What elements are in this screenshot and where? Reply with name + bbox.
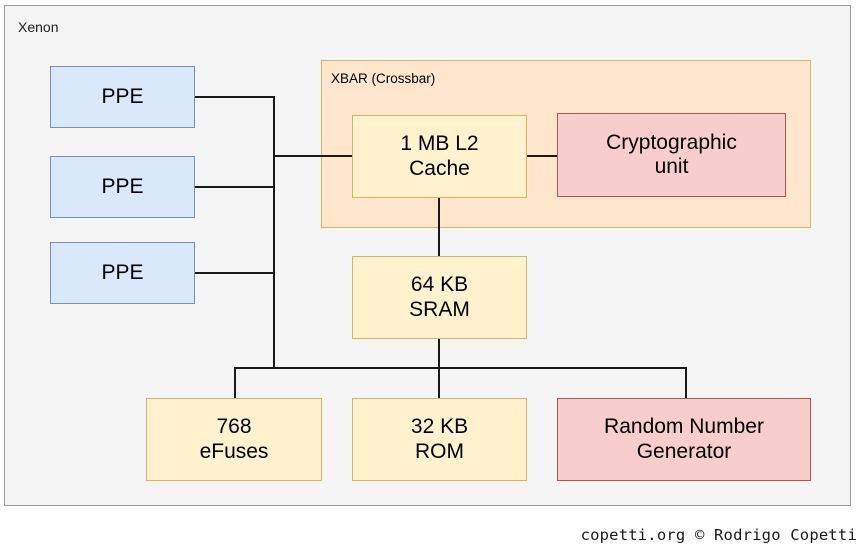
xenon-container-label: Xenon [18, 19, 59, 35]
connector-l2cache-to-sram [438, 197, 440, 256]
node-sram[interactable]: 64 KB SRAM [352, 256, 527, 339]
node-random-number-generator[interactable]: Random Number Generator [557, 398, 811, 481]
node-ppe-2[interactable]: PPE [50, 156, 195, 218]
node-efuses[interactable]: 768 eFuses [146, 398, 322, 481]
node-random-number-generator-label: Random Number Generator [604, 415, 764, 463]
node-cryptographic-unit-label: Cryptographic unit [606, 130, 737, 178]
node-efuses-label: 768 eFuses [199, 415, 269, 463]
node-ppe-2-label: PPE [101, 174, 144, 198]
connector-ppe3-to-bus [195, 272, 275, 274]
connector-ppe1-to-bus [195, 96, 275, 98]
node-ppe-3-label: PPE [101, 260, 144, 284]
node-cryptographic-unit[interactable]: Cryptographic unit [557, 113, 786, 197]
node-ppe-1-label: PPE [101, 84, 144, 108]
connector-ppe2-to-bus [195, 186, 275, 188]
connector-bus-to-l2cache [273, 155, 353, 157]
node-rom[interactable]: 32 KB ROM [352, 398, 527, 481]
node-ppe-1[interactable]: PPE [50, 66, 195, 128]
node-sram-label: 64 KB SRAM [409, 273, 470, 321]
connector-bus-to-efuses [234, 367, 236, 398]
lower-bus-spine [234, 367, 687, 369]
node-ppe-3[interactable]: PPE [50, 242, 195, 304]
node-l2-cache[interactable]: 1 MB L2 Cache [352, 115, 527, 198]
node-rom-label: 32 KB ROM [410, 415, 469, 463]
cpu-bus-spine [273, 96, 275, 368]
footer-credit: copetti.org © Rodrigo Copetti [580, 526, 857, 544]
connector-l2cache-to-crypto [526, 155, 558, 157]
connector-bus-to-rng [685, 367, 687, 398]
xbar-group-label: XBAR (Crossbar) [331, 71, 436, 86]
node-l2-cache-label: 1 MB L2 Cache [400, 132, 479, 180]
